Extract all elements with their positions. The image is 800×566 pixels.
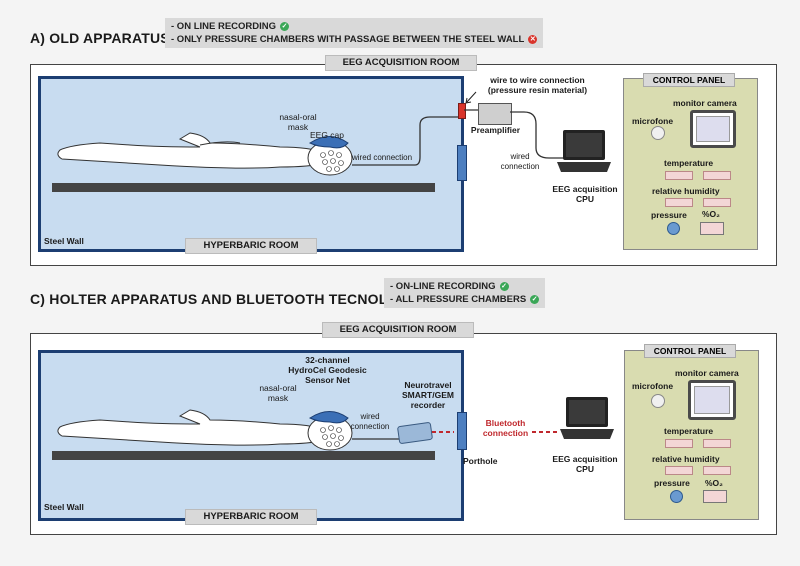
room-label-c: EEG ACQUISITION ROOM	[322, 322, 474, 338]
control-panel-c	[624, 350, 759, 520]
bed-a	[52, 183, 435, 192]
steel-wall-c: Steel Wall	[44, 502, 84, 512]
wire-connector-red	[458, 103, 466, 119]
microfone-label-a: microfone	[632, 116, 674, 126]
temperature-display-1-a	[665, 171, 693, 180]
eeg-cap-label: EEG cap	[310, 130, 345, 140]
laptop-icon-a	[557, 130, 611, 172]
section-a-notes: - ON LINE RECORDING✓ - ONLY PRESSURE CHA…	[165, 18, 544, 48]
control-panel-a	[623, 78, 758, 250]
patient-figure-a	[57, 116, 460, 176]
monitor-camera-label-c: monitor camera	[675, 368, 739, 378]
microfone-label-c: microfone	[632, 381, 674, 391]
microphone-icon-c	[651, 394, 665, 408]
patient-figure-c	[57, 409, 400, 451]
humidity-label-a: relative humidity	[652, 186, 720, 196]
temperature-label-c: temperature	[664, 426, 714, 436]
cable-to-cpu-a	[464, 109, 572, 159]
check-icon: ✓	[280, 21, 290, 31]
hyper-label-a: HYPERBARIC ROOM	[185, 238, 317, 254]
o2-display-a	[700, 222, 724, 235]
humidity-display-2-c	[703, 466, 731, 475]
humidity-display-1-c	[665, 466, 693, 475]
steel-wall-a: Steel Wall	[44, 236, 84, 246]
pressure-gauge-icon-a	[667, 222, 680, 235]
cross-icon: ✕	[528, 34, 538, 44]
humidity-label-c: relative humidity	[652, 454, 720, 464]
hyper-label-c: HYPERBARIC ROOM	[185, 509, 317, 525]
note-passage: - ONLY PRESSURE CHAMBERS WITH PASSAGE BE…	[171, 34, 525, 45]
monitor-camera-c	[688, 380, 736, 420]
temperature-display-1-c	[665, 439, 693, 448]
wall-passage-blue	[457, 145, 467, 181]
bed-c	[52, 451, 435, 460]
microphone-icon-a	[651, 126, 665, 140]
note-online: - ON LINE RECORDING	[171, 21, 277, 32]
monitor-camera-label-a: monitor camera	[673, 98, 737, 108]
humidity-display-1-a	[665, 198, 693, 207]
monitor-camera-a	[690, 110, 736, 148]
section-c-title: C) HOLTER APPARATUS AND BLUETOOTH TECNOL…	[30, 291, 420, 307]
humidity-display-2-a	[703, 198, 731, 207]
temperature-display-2-a	[703, 171, 731, 180]
o2-label-c: %O₂	[705, 478, 723, 488]
section-c-notes: - ON-LINE RECORDING✓ - ALL PRESSURE CHAM…	[384, 278, 546, 308]
arrow-icon	[465, 91, 477, 104]
control-panel-title-a: CONTROL PANEL	[643, 73, 735, 87]
preamplifier-label: Preamplifier	[470, 125, 521, 135]
preamplifier-box	[478, 103, 512, 125]
o2-label-a: %O₂	[702, 209, 720, 219]
temperature-label-a: temperature	[664, 158, 714, 168]
laptop-icon-c	[560, 397, 614, 439]
porthole-label: Porthole	[463, 456, 498, 466]
control-panel-title-c: CONTROL PANEL	[644, 344, 736, 358]
pressure-label-a: pressure	[651, 210, 687, 220]
pressure-gauge-icon-c	[670, 490, 683, 503]
note-all-chambers: - ALL PRESSURE CHAMBERS	[390, 294, 527, 305]
check-icon: ✓	[499, 281, 509, 291]
porthole	[457, 412, 467, 450]
room-label-a: EEG ACQUISITION ROOM	[325, 55, 477, 71]
section-a-title: A) OLD APPARATUS	[30, 30, 170, 46]
bluetooth-link	[432, 431, 560, 433]
temperature-display-2-c	[703, 439, 731, 448]
o2-display-c	[703, 490, 727, 503]
pressure-label-c: pressure	[654, 478, 690, 488]
check-icon: ✓	[530, 294, 540, 304]
wired-connection-label-a: wired connection	[352, 153, 413, 162]
note-online-c: - ON-LINE RECORDING	[390, 281, 496, 292]
wire-to-wire-label: wire to wire connection(pressure resin m…	[487, 75, 588, 95]
